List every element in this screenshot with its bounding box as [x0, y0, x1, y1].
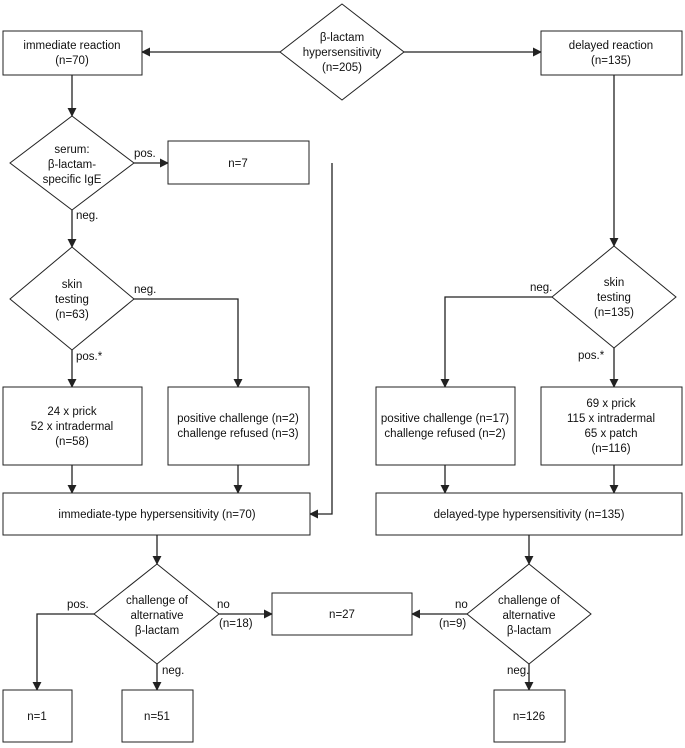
alt-immediate-no-label: no — [217, 599, 230, 611]
delayed-type-label: delayed-type hypersensitivity (n=135) — [434, 509, 625, 521]
alt-delayed-no-label: no — [455, 599, 468, 611]
immediate-type-label: immediate-type hypersensitivity (n=70) — [58, 509, 255, 521]
n27-label: n=27 — [329, 609, 355, 621]
serum-neg-label: neg. — [76, 210, 98, 222]
arrow-skin-neg-to-challenge — [134, 298, 243, 388]
prick-delayed-box — [540, 386, 683, 466]
connectors — [32, 47, 619, 691]
n27-box — [271, 592, 413, 636]
shapes — [2, 3, 683, 743]
skin-delayed-neg-label: neg. — [530, 282, 552, 294]
challenge-delayed-label: positive challenge (n=17)challenge refus… — [381, 413, 509, 440]
challenge-delayed-box — [375, 386, 516, 466]
serum-label: serum:β-lactam-specific IgE — [43, 144, 102, 186]
alt-immediate-pos-label: pos. — [67, 599, 89, 611]
start-diamond — [279, 3, 405, 101]
n126-label: n=126 — [513, 711, 545, 723]
challenge-immediate-box — [167, 386, 310, 466]
arrow-n7-to-immediate-type — [309, 163, 333, 519]
alt-immediate-neg-label: neg. — [162, 665, 184, 677]
skin-testing-delayed-diamond — [551, 245, 677, 349]
arrow-skin-neg-to-challenge-del — [440, 296, 552, 388]
alt-immediate-no-count: (n=18) — [219, 618, 253, 630]
challenge-immediate-label: positive challenge (n=2)challenge refuse… — [177, 413, 299, 440]
n7-label: n=7 — [228, 158, 248, 170]
immediate-type-box — [2, 492, 311, 536]
delayed-type-box — [375, 492, 683, 536]
serum-pos-label: pos. — [134, 148, 156, 160]
n1-box — [2, 689, 73, 743]
immediate-reaction-label: immediate reaction(n=70) — [23, 40, 120, 67]
edge-labels: pos. neg. neg. pos.* neg. pos.* pos. no … — [67, 148, 605, 677]
skin-immediate-pos-label: pos.* — [76, 351, 103, 363]
n51-label: n=51 — [144, 711, 170, 723]
arrow-alt-pos-to-n1 — [32, 613, 94, 691]
alt-delayed-no-count: (n=9) — [439, 618, 466, 630]
n126-box — [493, 689, 566, 743]
serum-diamond — [9, 115, 135, 211]
skin-immediate-neg-label: neg. — [134, 284, 156, 296]
n7-box — [167, 140, 310, 185]
delayed-reaction-box — [540, 30, 683, 76]
alternative-challenge-delayed-diamond — [466, 563, 592, 665]
alternative-challenge-immediate-diamond — [93, 563, 220, 665]
n51-box — [121, 689, 194, 743]
delayed-reaction-label: delayed reaction(n=135) — [569, 40, 653, 67]
skin-testing-immediate-diamond — [9, 246, 135, 351]
n1-label: n=1 — [27, 711, 47, 723]
immediate-reaction-box — [2, 30, 143, 76]
prick-immediate-box — [2, 386, 143, 466]
alt-delayed-neg-label: neg. — [507, 665, 529, 677]
skin-delayed-pos-label: pos.* — [578, 350, 605, 362]
